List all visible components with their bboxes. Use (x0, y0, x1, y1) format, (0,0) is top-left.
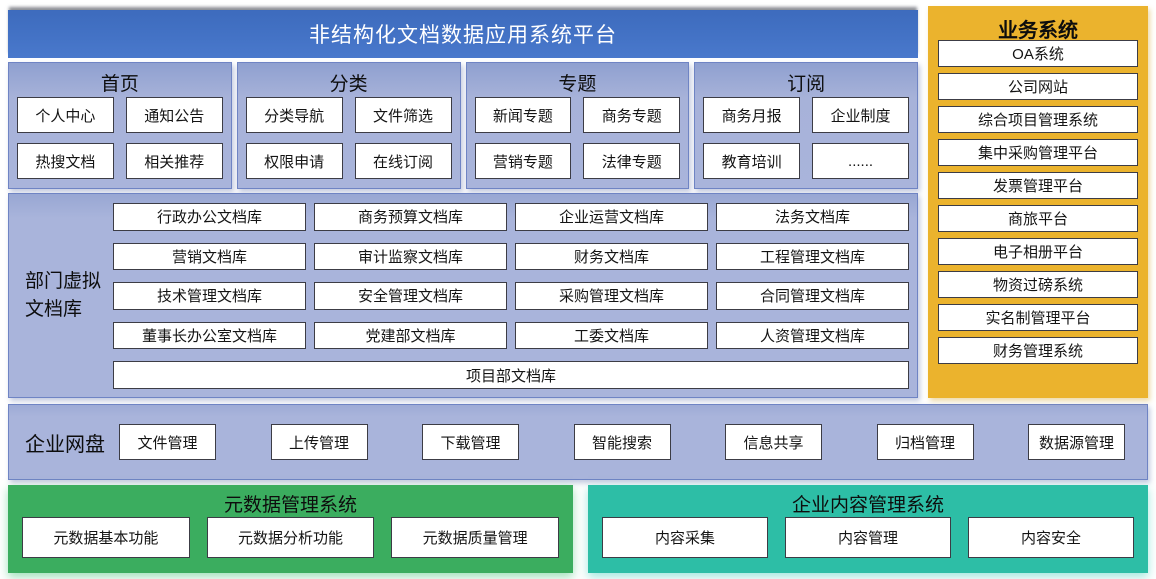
nav-item: 权限申请 (245, 143, 343, 179)
nav-panel-category-title: 分类 (329, 74, 368, 95)
platform-title-bar: 非结构化文档数据应用系统平台 (8, 10, 918, 58)
business-system-item: 物资过磅系统 (938, 271, 1138, 298)
metadata-item: 元数据质量管理 (391, 517, 560, 558)
library-item: 商务预算文档库 (314, 203, 507, 231)
nav-panel-topics: 专题 新闻专题 商务专题 营销专题 法律专题 (465, 62, 690, 189)
nav-item: 商务月报 (703, 97, 801, 133)
metadata-item: 元数据基本功能 (22, 517, 190, 558)
business-system-item: 发票管理平台 (938, 172, 1138, 199)
business-systems-panel: 业务系统 OA系统 公司网站 综合项目管理系统 集中采购管理平台 发票管理平台 … (928, 6, 1148, 398)
nav-item: 新闻专题 (474, 97, 572, 133)
disk-item: 信息共享 (725, 424, 822, 460)
nav-panel-topics-grid: 新闻专题 商务专题 营销专题 法律专题 (474, 97, 681, 179)
nav-item: 在线订阅 (354, 143, 452, 179)
disk-item: 上传管理 (270, 424, 368, 460)
nav-panel-home-title: 首页 (100, 74, 139, 95)
content-system-title: 企业内容管理系统 (791, 495, 944, 516)
nav-item: 分类导航 (245, 97, 343, 133)
library-item: 行政办公文档库 (113, 203, 306, 231)
enterprise-disk-panel: 企业网盘 文件管理 上传管理 下载管理 智能搜索 信息共享 归档管理 数据源管理 (8, 404, 1148, 480)
library-item: 工委文档库 (515, 321, 708, 350)
disk-item: 归档管理 (876, 424, 974, 460)
nav-panel-subscribe-grid: 商务月报 企业制度 教育培训 ...... (703, 97, 909, 179)
metadata-item: 元数据分析功能 (206, 517, 375, 558)
business-system-item: 商旅平台 (938, 205, 1138, 232)
business-systems-items: OA系统 公司网站 综合项目管理系统 集中采购管理平台 发票管理平台 商旅平台 … (938, 40, 1138, 364)
nav-row: 首页 个人中心 通知公告 热搜文档 相关推荐 分类 分类导航 文件筛选 权限申请… (8, 62, 918, 189)
business-system-item: 实名制管理平台 (938, 304, 1138, 331)
content-system-panel: 企业内容管理系统 内容采集 内容管理 内容安全 (588, 485, 1148, 573)
platform-title: 非结构化文档数据应用系统平台 (309, 24, 617, 47)
library-item: 营销文档库 (113, 242, 306, 271)
enterprise-disk-label: 企业网盘 (25, 433, 105, 456)
nav-item: 企业制度 (812, 97, 909, 133)
library-item: 安全管理文档库 (314, 282, 507, 310)
nav-item: ...... (812, 143, 909, 179)
nav-item: 教育培训 (703, 143, 801, 179)
library-item: 财务文档库 (515, 242, 708, 271)
nav-panel-home: 首页 个人中心 通知公告 热搜文档 相关推荐 (8, 62, 232, 189)
library-item: 人资管理文档库 (716, 321, 909, 350)
nav-item: 相关推荐 (125, 143, 223, 179)
content-item: 内容采集 (602, 517, 768, 558)
nav-item: 法律专题 (583, 143, 681, 179)
content-item: 内容管理 (785, 517, 951, 558)
business-system-item: 财务管理系统 (938, 337, 1138, 364)
nav-panel-subscribe-title: 订阅 (787, 74, 826, 95)
library-item: 审计监察文档库 (314, 242, 507, 271)
business-system-item: 电子相册平台 (938, 238, 1138, 265)
nav-item: 热搜文档 (17, 143, 114, 179)
library-item: 党建部文档库 (314, 321, 507, 350)
nav-item: 文件筛选 (354, 97, 452, 133)
nav-item: 通知公告 (125, 97, 223, 133)
nav-item: 商务专题 (583, 97, 681, 133)
library-item: 董事长办公室文档库 (113, 321, 306, 350)
nav-panel-topics-title: 专题 (558, 74, 597, 95)
enterprise-disk-items: 文件管理 上传管理 下载管理 智能搜索 信息共享 归档管理 数据源管理 (119, 424, 1125, 460)
nav-panel-subscribe: 订阅 商务月报 企业制度 教育培训 ...... (694, 62, 918, 189)
business-system-item: 公司网站 (938, 73, 1138, 100)
metadata-system-panel: 元数据管理系统 元数据基本功能 元数据分析功能 元数据质量管理 (8, 485, 573, 573)
department-library-grid: 行政办公文档库 商务预算文档库 企业运营文档库 法务文档库 营销文档库 审计监察… (113, 203, 909, 389)
disk-item: 智能搜索 (573, 424, 671, 460)
library-item: 合同管理文档库 (716, 282, 909, 310)
business-system-item: 综合项目管理系统 (938, 106, 1138, 133)
nav-item: 个人中心 (17, 97, 114, 133)
library-item: 企业运营文档库 (515, 203, 708, 231)
business-systems-title: 业务系统 (998, 20, 1078, 42)
nav-panel-category-grid: 分类导航 文件筛选 权限申请 在线订阅 (245, 97, 452, 179)
disk-item: 下载管理 (422, 424, 519, 460)
business-system-item: 集中采购管理平台 (938, 139, 1138, 166)
metadata-system-items: 元数据基本功能 元数据分析功能 元数据质量管理 (22, 517, 560, 558)
nav-panel-category: 分类 分类导航 文件筛选 权限申请 在线订阅 (236, 62, 461, 189)
disk-item: 文件管理 (119, 424, 216, 460)
library-item-full: 项目部文档库 (113, 361, 909, 389)
business-system-item: OA系统 (938, 40, 1138, 67)
metadata-system-title: 元数据管理系统 (223, 495, 357, 516)
department-library-panel: 部门虚拟文档库 行政办公文档库 商务预算文档库 企业运营文档库 法务文档库 营销… (8, 193, 918, 398)
department-library-label: 部门虚拟文档库 (25, 270, 102, 320)
content-item: 内容安全 (968, 517, 1134, 558)
library-item: 采购管理文档库 (515, 282, 708, 310)
library-item: 法务文档库 (716, 203, 909, 231)
disk-item: 数据源管理 (1028, 424, 1125, 460)
nav-item: 营销专题 (474, 143, 572, 179)
library-item: 技术管理文档库 (113, 282, 306, 310)
nav-panel-home-grid: 个人中心 通知公告 热搜文档 相关推荐 (17, 97, 223, 179)
library-item: 工程管理文档库 (716, 242, 909, 271)
content-system-items: 内容采集 内容管理 内容安全 (602, 517, 1134, 558)
